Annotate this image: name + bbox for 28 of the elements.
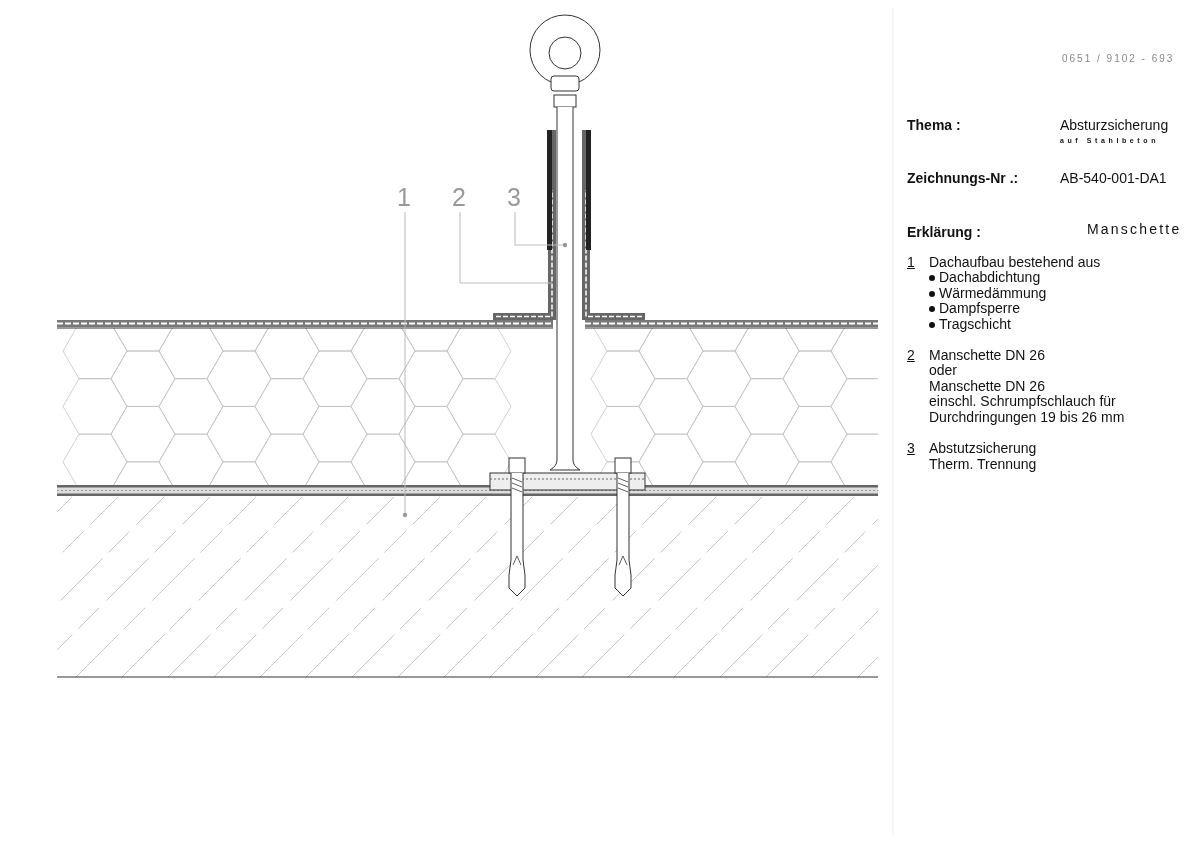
item-text: Therm. Trennung [929,456,1037,472]
item-text: Dachaufbau bestehend aus [929,254,1101,270]
item-text: oder [929,362,958,378]
field-value: AB-540-001-DA1 [1060,170,1167,186]
callout-number: 1 [397,184,411,210]
leader-line [514,211,568,248]
field-label: Erklärung : [907,224,981,240]
list-item: Dachabdichtung [929,269,1041,285]
item-number: 2 [907,347,915,363]
leader-line [402,211,408,518]
item-number: 3 [907,440,915,456]
list-item: Tragschicht [929,316,1011,332]
item-text: Manschette DN 26 [929,378,1045,394]
callout-number: 3 [507,184,521,210]
item-number: 1 [907,254,915,270]
list-item: Wärmedämmung [929,285,1047,301]
eye-bolt-post-drawing [489,14,646,597]
item-text: Manschette DN 26 [929,347,1045,363]
list-item: Dampfsperre [929,300,1020,316]
field-value: Manschette [1087,221,1182,237]
phone-number: 0651 / 9102 - 693 [1062,52,1175,66]
item-text: Abstutzsicherung [929,440,1037,456]
field-label: Zeichnungs-Nr .: [907,170,1019,186]
field-value: Absturzsicherung [1060,117,1169,133]
leader-line [459,211,553,284]
item-text: einschl. Schrumpfschlauch für Durchdringungen 19 bis 26 mm [929,393,1126,425]
callout-number: 2 [452,184,466,210]
field-label: Thema : [907,117,961,133]
